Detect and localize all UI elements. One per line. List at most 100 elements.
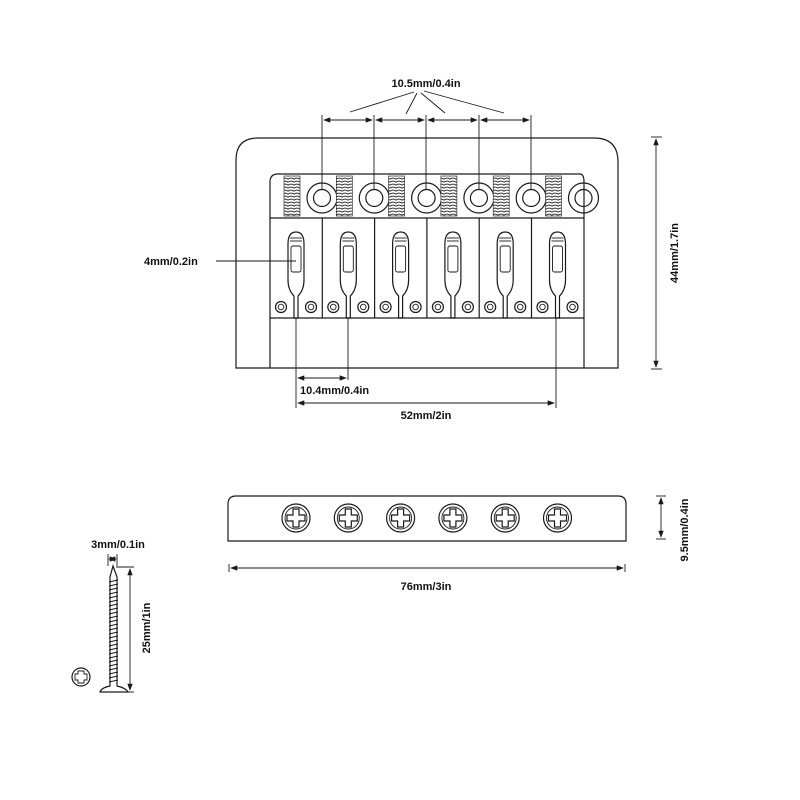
intonation-spring (440, 175, 458, 217)
saddle-housing (269, 173, 585, 368)
screw-body (99, 564, 129, 693)
grub-screw (409, 300, 422, 314)
thread-line (108, 655, 119, 659)
grub-screw-hex (412, 303, 419, 311)
saddle-3 (374, 175, 443, 319)
grub-screw-hex (539, 303, 546, 311)
thread-line (108, 647, 119, 651)
phillips-head-icon (71, 667, 91, 687)
thread-line (108, 611, 119, 615)
string-span-label: 52mm/2in (401, 410, 452, 422)
screw-head-inner (389, 506, 413, 530)
top-view (235, 137, 619, 369)
thread-line (108, 679, 119, 683)
thread-line (108, 619, 119, 623)
thread-line (108, 671, 119, 675)
screw-head-rim (333, 503, 363, 533)
phillips-cross-icon (495, 508, 515, 528)
slot-width-label: 4mm/0.2in (144, 256, 198, 268)
phillips-cross-icon (338, 508, 358, 528)
grub-screw-hex (330, 303, 337, 311)
grub-screw-hex (486, 303, 494, 311)
phillips-cross-icon (391, 508, 411, 528)
thread-line (108, 591, 119, 595)
grub-screw (536, 300, 549, 314)
thread-line (108, 643, 119, 647)
saddle-5 (478, 175, 547, 319)
side-width-label: 76mm/3in (401, 581, 452, 593)
thread-line (108, 623, 119, 627)
grub-screw-hex (307, 303, 315, 311)
plate-length-dimension: 44mm/1.7in (651, 136, 681, 370)
grub-screw-hex (277, 303, 285, 311)
height-screw-slot (499, 245, 511, 273)
thread-line (108, 579, 119, 583)
screw-head-rim (542, 503, 573, 533)
screw-head-rim (281, 503, 311, 533)
thread-line (108, 603, 119, 607)
grub-screw (514, 300, 527, 314)
intonation-spring (545, 175, 562, 217)
thread-line (108, 675, 119, 679)
screw-head-rim (386, 503, 416, 533)
thread-line (108, 639, 119, 643)
phillips-cross-icon (443, 508, 463, 528)
grub-screw (327, 300, 340, 314)
thread-line (108, 651, 119, 655)
grub-screw (431, 300, 444, 314)
screw-head-rim (490, 503, 520, 533)
thread-line (108, 659, 119, 663)
string-ferrule-inner (469, 188, 488, 208)
side-width-dimension: 76mm/3in (228, 564, 626, 593)
saddle-slot (444, 231, 462, 319)
saddle-slot (392, 231, 410, 319)
grub-screw-hex (569, 303, 576, 311)
string-ferrule-inner (522, 188, 541, 208)
height-screw-slot (342, 245, 354, 273)
grub-screw (274, 300, 288, 314)
string-ferrule-inner (574, 188, 593, 208)
plate-length-label: 44mm/1.7in (669, 223, 681, 283)
mounting-screw-head-6 (542, 503, 573, 533)
thread-line (108, 587, 119, 591)
grub-screw-hex (464, 303, 472, 311)
string-ferrule-inner (417, 188, 436, 208)
thread-line (108, 631, 119, 635)
grub-screw (304, 300, 318, 314)
grub-screw (566, 300, 579, 314)
screw-head-inner (284, 506, 308, 530)
thread-line (108, 595, 119, 599)
thread-line (108, 599, 119, 603)
string-ferrule-outer (411, 182, 443, 214)
intonation-spring (283, 175, 301, 217)
saddle-1 (274, 175, 338, 319)
phillips-cross-icon (547, 508, 568, 528)
screw-head-rim (438, 503, 468, 533)
grub-screw (484, 300, 497, 314)
saddle-slot (287, 231, 305, 319)
thread-line (108, 663, 119, 667)
grub-screw-hex (516, 303, 524, 311)
thread-line (108, 583, 119, 587)
saddle-width-label: 10.4mm/0.4in (300, 385, 369, 397)
grub-screw (461, 300, 474, 314)
string-ferrule-inner (312, 188, 332, 208)
screw-diameter-label: 3mm/0.1in (91, 539, 145, 551)
height-screw-slot (290, 245, 302, 273)
side-height-label: 9.5mm/0.4in (679, 498, 691, 561)
thread-line (108, 667, 119, 671)
grub-screw (357, 300, 370, 314)
saddle-6 (530, 175, 600, 319)
screw-head-inner (336, 506, 360, 530)
height-screw-slot (395, 245, 407, 273)
intonation-spring (335, 175, 353, 217)
screw-head-inner (441, 506, 465, 530)
intonation-spring (388, 175, 405, 217)
mounting-screw-head-1 (281, 503, 311, 533)
screw-head-inner (546, 506, 569, 530)
phillips-cross-icon (286, 508, 306, 528)
grub-screw-hex (360, 303, 367, 311)
intonation-spring (492, 175, 510, 217)
screw-head-inner (493, 506, 517, 530)
